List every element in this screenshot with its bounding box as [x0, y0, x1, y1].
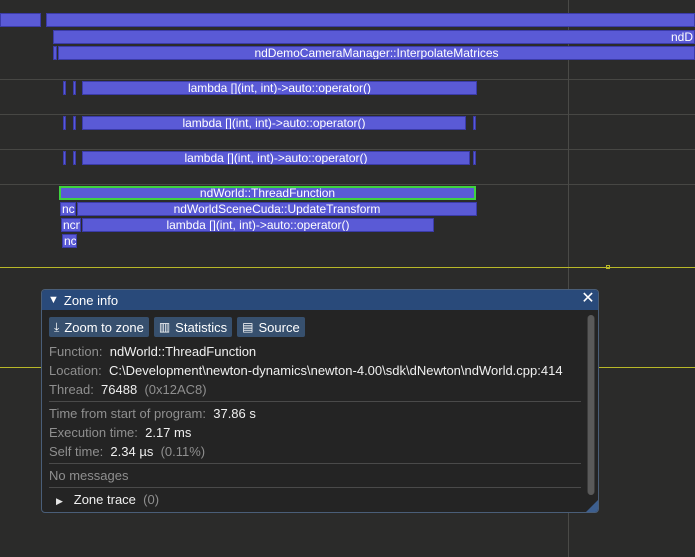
separator	[49, 401, 581, 402]
thread-label: Thread:	[49, 382, 94, 397]
plot-line	[0, 267, 695, 268]
separator	[49, 487, 581, 488]
zone-label: ndWorld::ThreadFunction	[199, 186, 336, 200]
location-value[interactable]: C:\Development\newton-dynamics\newton-4.…	[109, 363, 563, 378]
plot-marker	[606, 265, 610, 269]
timeline-zone[interactable]	[0, 13, 41, 27]
location-label: Location:	[49, 363, 102, 378]
collapse-triangle-icon[interactable]: ▼	[48, 294, 59, 306]
self-time-label: Self time:	[49, 444, 104, 459]
zone-info-window[interactable]: ▼ Zone info ✕ ⤓ Zoom to zone ▥ Statistic…	[41, 289, 599, 513]
scrollbar[interactable]	[587, 315, 595, 495]
expand-triangle-icon[interactable]: ▶	[56, 496, 63, 506]
self-time-row: Self time: 2.34 µs (0.11%)	[49, 442, 581, 461]
zone-label: ndWorldSceneCuda::UpdateTransform	[173, 202, 381, 216]
self-time-percent: (0.11%)	[160, 444, 206, 459]
chart-icon: ▥	[158, 320, 171, 334]
function-row: Function: ndWorld::ThreadFunction	[49, 342, 581, 361]
zone-label: nc	[64, 234, 77, 248]
resize-grip[interactable]	[586, 500, 598, 512]
zone-lambda[interactable]: lambda [](int, int)->auto::operator()	[82, 151, 470, 165]
zone-trace-node[interactable]: ▶ Zone trace (0)	[49, 490, 581, 509]
zone-update-transform[interactable]: ndWorldSceneCuda::UpdateTransform	[77, 202, 477, 216]
zone-label: nc	[62, 202, 75, 216]
thread-row: Thread: 76488 (0x12AC8)	[49, 380, 581, 399]
self-time-value: 2.34 µs	[110, 444, 154, 459]
zoom-to-zone-label: Zoom to zone	[64, 319, 144, 335]
timeline-zone[interactable]	[53, 46, 57, 60]
row-divider	[0, 79, 695, 80]
zone-trace-count: (0)	[143, 492, 160, 507]
zone-info-body: ⤓ Zoom to zone ▥ Statistics ▤ Source Fun…	[49, 317, 581, 509]
zone-label: lambda [](int, int)->auto::operator()	[184, 151, 368, 165]
zone-lambda[interactable]: lambda [](int, int)->auto::operator()	[82, 116, 466, 130]
time-marker-line	[568, 0, 569, 557]
close-icon[interactable]: ✕	[581, 290, 595, 307]
scrollbar-thumb[interactable]	[588, 315, 594, 495]
thread-hex: (0x12AC8)	[144, 382, 207, 397]
statistics-label: Statistics	[175, 319, 228, 335]
function-value[interactable]: ndWorld::ThreadFunction	[109, 344, 257, 359]
time-start-label: Time from start of program:	[49, 406, 206, 421]
time-start-row: Time from start of program: 37.86 s	[49, 404, 581, 423]
timeline-zone[interactable]	[63, 116, 66, 130]
timeline-zone[interactable]: ndD	[53, 30, 695, 44]
function-label: Function:	[49, 344, 103, 359]
zone-nc[interactable]: nc	[62, 234, 77, 248]
zoom-to-zone-button[interactable]: ⤓ Zoom to zone	[49, 317, 149, 337]
statistics-button[interactable]: ▥ Statistics	[153, 317, 233, 337]
source-label: Source	[258, 319, 300, 335]
exec-time-value: 2.17 ms	[145, 425, 192, 440]
separator	[49, 463, 581, 464]
exec-time-row: Execution time: 2.17 ms	[49, 423, 581, 442]
zone-camera-interpolate[interactable]: ndDemoCameraManager::InterpolateMatrices	[58, 46, 695, 60]
no-messages: No messages	[49, 466, 581, 485]
zone-label: ndD	[670, 30, 693, 44]
file-icon: ▤	[242, 320, 254, 334]
exec-time-label: Execution time:	[49, 425, 138, 440]
timeline-zone[interactable]	[73, 81, 76, 95]
timeline-zone[interactable]	[73, 116, 76, 130]
zone-label: ncn	[63, 218, 81, 232]
zone-info-title: Zone info	[63, 292, 119, 308]
row-divider	[0, 149, 695, 150]
timeline-zone[interactable]	[46, 13, 695, 27]
row-divider	[0, 114, 695, 115]
zone-label: lambda [](int, int)->auto::operator()	[166, 218, 350, 232]
row-divider	[0, 184, 695, 185]
zone-info-toolbar: ⤓ Zoom to zone ▥ Statistics ▤ Source	[49, 317, 581, 337]
zone-label: lambda [](int, int)->auto::operator()	[182, 116, 366, 130]
zone-lambda[interactable]: lambda [](int, int)->auto::operator()	[82, 81, 477, 95]
timeline-zone[interactable]	[473, 116, 476, 130]
timeline-zone[interactable]	[473, 151, 476, 165]
source-button[interactable]: ▤ Source	[237, 317, 305, 337]
zone-trace-label: Zone trace	[73, 492, 136, 507]
no-messages-text: No messages	[49, 468, 129, 483]
timeline-zone[interactable]	[63, 81, 66, 95]
zone-info-titlebar[interactable]: ▼ Zone info	[42, 290, 598, 310]
zoom-icon: ⤓	[54, 319, 60, 334]
zone-ncn[interactable]: ncn	[61, 218, 81, 232]
thread-value[interactable]: 76488	[101, 382, 138, 397]
zone-label: ndDemoCameraManager::InterpolateMatrices	[254, 46, 499, 60]
time-start-value: 37.86 s	[213, 406, 256, 421]
location-row: Location: C:\Development\newton-dynamics…	[49, 361, 581, 380]
zone-thread-function-selected[interactable]: ndWorld::ThreadFunction	[59, 186, 476, 200]
timeline-zone[interactable]	[73, 151, 76, 165]
timeline-zone[interactable]	[63, 151, 66, 165]
zone-nc[interactable]: nc	[60, 202, 76, 216]
zone-label: lambda [](int, int)->auto::operator()	[187, 81, 372, 95]
zone-lambda[interactable]: lambda [](int, int)->auto::operator()	[82, 218, 434, 232]
